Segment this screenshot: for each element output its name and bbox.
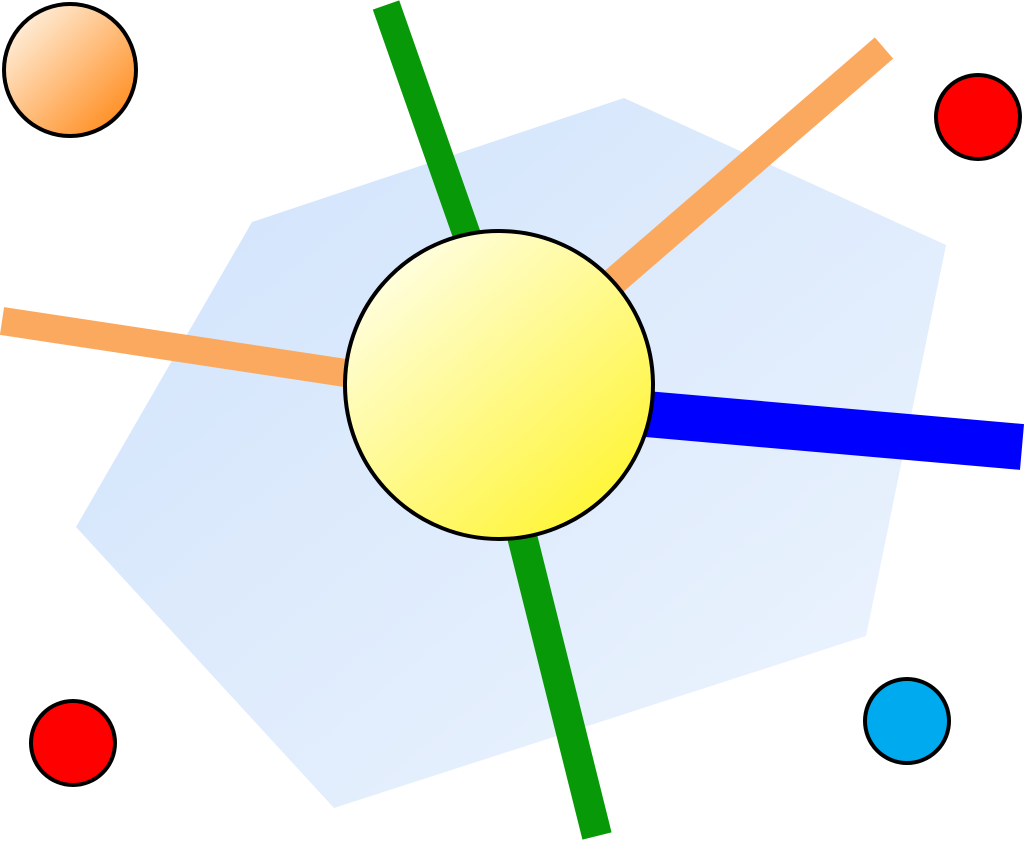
spoke-bottom-green <box>507 532 612 840</box>
spoke-left-orange <box>0 307 355 388</box>
spoke-top-green <box>372 0 484 249</box>
spoke-right-blue <box>643 391 1024 470</box>
node-orange-top-left <box>2 2 138 138</box>
node-red-bottom-left <box>29 699 117 787</box>
node-red-top-right <box>934 73 1022 161</box>
spoke-top-right-orange <box>594 37 894 301</box>
hub-center-node <box>343 229 655 541</box>
node-cyan-bottom-right <box>863 677 951 765</box>
